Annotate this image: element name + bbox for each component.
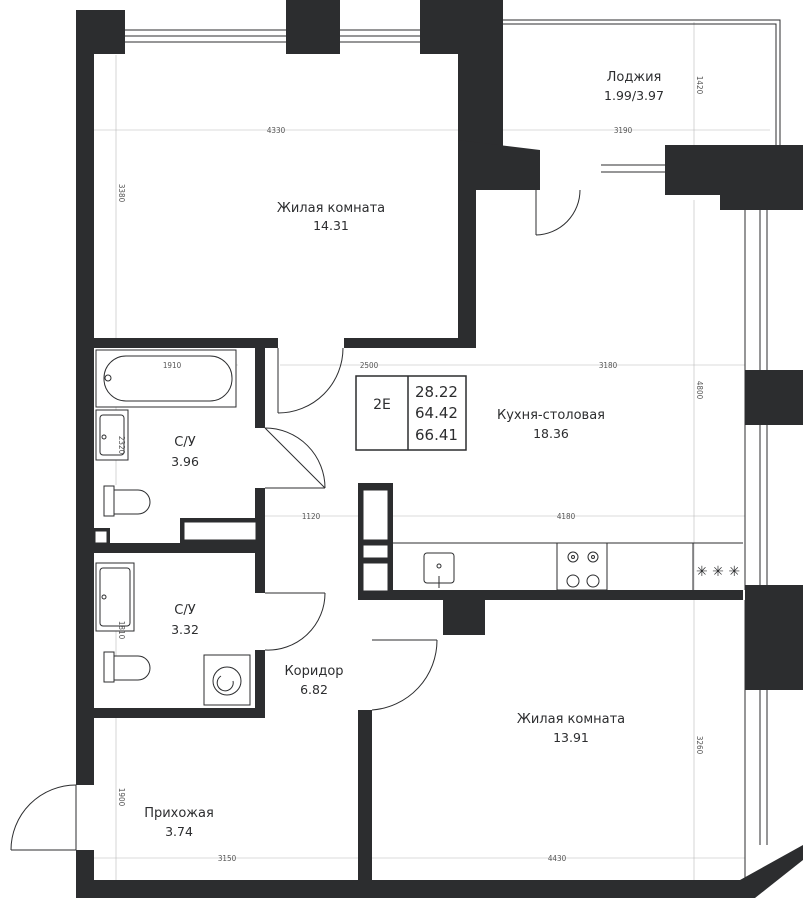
dimension-labels: 4330 3380 3190 1420 1910 2320 2500 3180 … [117,76,704,863]
dim-4180: 4180 [557,512,576,521]
room-corridor-area: 6.82 [300,682,328,697]
room-hallway-area: 3.74 [165,824,193,839]
room-living2-area: 13.91 [553,730,589,745]
room-hallway-name: Прихожая [144,806,214,821]
dim-4800: 4800 [695,381,704,400]
room-bath1-name: С/У [174,435,195,450]
dim-1910: 1910 [163,361,182,370]
dim-2320: 2320 [117,436,126,455]
sink-icon [95,409,129,461]
pillar-openings [94,489,389,592]
room-loggia-area: 1.99/3.97 [604,88,664,103]
stove-icon: ✳ ✳ ✳ [696,564,740,580]
doors [10,189,581,851]
sink-icon [95,562,135,632]
dim-3380: 3380 [117,184,126,203]
dim-3190: 3190 [614,126,633,135]
apartment-code: 2E [373,397,391,413]
dim-1420: 1420 [695,76,704,95]
room-kitchen-name: Кухня-столовая [497,408,605,423]
hob-icon [556,542,608,591]
room-bath2-area: 3.32 [171,622,199,637]
svg-text:✳ ✳ ✳: ✳ ✳ ✳ [696,564,740,580]
toilet-icon [103,485,151,517]
window-lines [125,19,781,880]
dim-4430: 4430 [548,854,567,863]
apartment-info-box: 2E 28.22 64.42 66.41 [355,375,467,451]
room-labels: Жилая комната 14.31 Лоджия 1.99/3.97 Кух… [144,70,664,839]
room-bath1-area: 3.96 [171,454,199,469]
dim-2500: 2500 [360,361,379,370]
washing-machine-icon [203,654,251,706]
toilet-icon [103,651,151,683]
room-bath2-name: С/У [174,603,195,618]
area-living: 28.22 [415,383,458,401]
dim-1900: 1900 [117,788,126,807]
room-living2-name: Жилая комната [517,712,625,727]
area-total: 64.42 [415,404,458,422]
room-corridor-name: Коридор [284,664,343,679]
room-loggia-name: Лоджия [607,70,662,85]
bathtub-icon [95,349,237,408]
sink-icon [423,552,455,588]
dim-1120: 1120 [302,512,321,521]
dim-3260: 3260 [695,736,704,755]
room-living1-area: 14.31 [313,218,349,233]
area-full: 66.41 [415,426,458,444]
room-kitchen-area: 18.36 [533,426,569,441]
dim-3180: 3180 [599,361,618,370]
walls [76,0,803,898]
dim-3150: 3150 [218,854,237,863]
dim-1810: 1810 [117,621,126,640]
dim-4330: 4330 [267,126,286,135]
room-living1-name: Жилая комната [277,201,385,216]
